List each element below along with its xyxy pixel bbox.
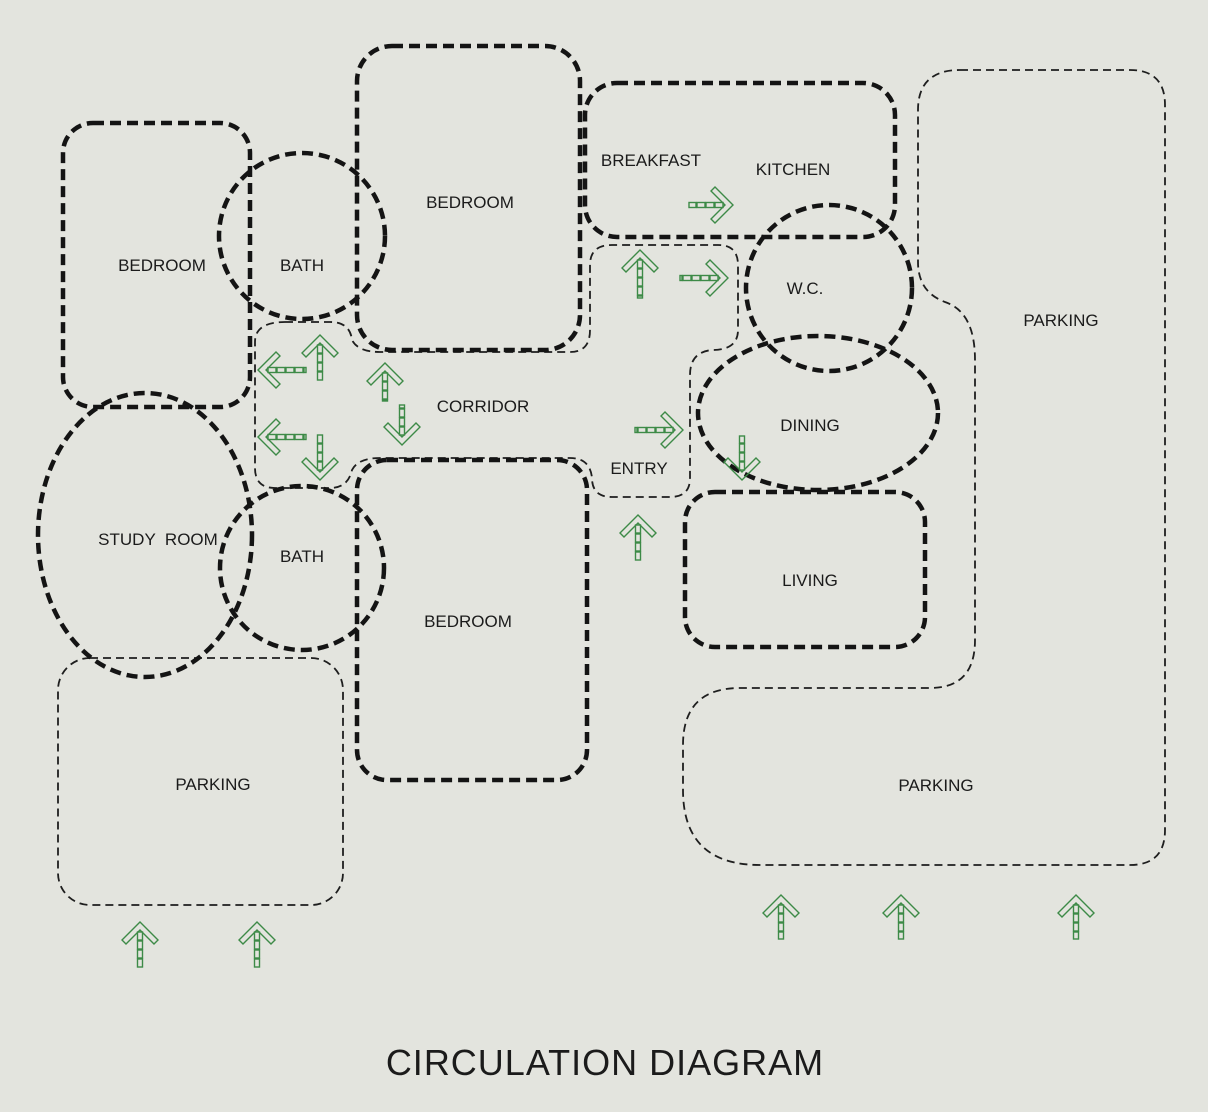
bath-bottom-zone: [217, 483, 387, 653]
circulation-arrow-icon: [679, 259, 729, 297]
wc-zone: [743, 202, 915, 374]
circulation-arrow-icon: [621, 249, 659, 299]
label-bedroom-left: BEDROOM: [118, 256, 206, 275]
label-parking-right-bottom: PARKING: [898, 776, 973, 795]
label-wc: W.C.: [787, 279, 824, 298]
circulation-arrow-icon: [882, 894, 920, 940]
circulation-arrow-icon: [634, 411, 684, 449]
label-kitchen: KITCHEN: [756, 160, 831, 179]
kitchen-zone: [582, 80, 898, 240]
circulation-arrow-icon: [121, 921, 159, 968]
circulation-arrow-icon: [762, 894, 800, 940]
study-room-zone: [35, 390, 255, 680]
dining-zone: [695, 333, 941, 493]
label-corridor: CORRIDOR: [437, 397, 530, 416]
bedroom-top-zone: [354, 43, 583, 353]
label-bedroom-bottom: BEDROOM: [424, 612, 512, 631]
label-bedroom-top: BEDROOM: [426, 193, 514, 212]
circulation-arrow-icon: [257, 418, 307, 456]
label-living: LIVING: [782, 571, 838, 590]
label-breakfast: BREAKFAST: [601, 151, 701, 170]
bedroom-bottom-zone: [354, 457, 590, 783]
diagram-title: CIRCULATION DIAGRAM: [386, 1042, 824, 1083]
circulation-arrow-icon: [238, 921, 276, 968]
label-parking-right-top: PARKING: [1023, 311, 1098, 330]
circulation-arrow-icon: [1057, 894, 1095, 940]
corridor-entry-zone: [254, 244, 739, 498]
circulation-arrow-icon: [301, 434, 339, 481]
label-bath-top: BATH: [280, 256, 324, 275]
circulation-arrow-icon: [301, 334, 339, 381]
circulation-arrows: [121, 186, 1095, 968]
circulation-arrow-icon: [723, 435, 761, 481]
label-dining: DINING: [780, 416, 840, 435]
label-entry: ENTRY: [610, 459, 667, 478]
circulation-arrow-icon: [366, 362, 404, 402]
circulation-arrow-icon: [688, 186, 734, 224]
parking-right-zone: [682, 69, 1166, 866]
circulation-arrow-icon: [383, 404, 421, 446]
bedroom-left-zone: [60, 120, 253, 410]
living-zone: [682, 489, 928, 650]
circulation-arrow-icon: [257, 351, 307, 389]
label-study-room: STUDY ROOM: [98, 530, 218, 549]
label-parking-left: PARKING: [175, 775, 250, 794]
circulation-arrow-icon: [619, 514, 657, 561]
label-bath-bottom: BATH: [280, 547, 324, 566]
bath-top-zone: [216, 150, 388, 322]
